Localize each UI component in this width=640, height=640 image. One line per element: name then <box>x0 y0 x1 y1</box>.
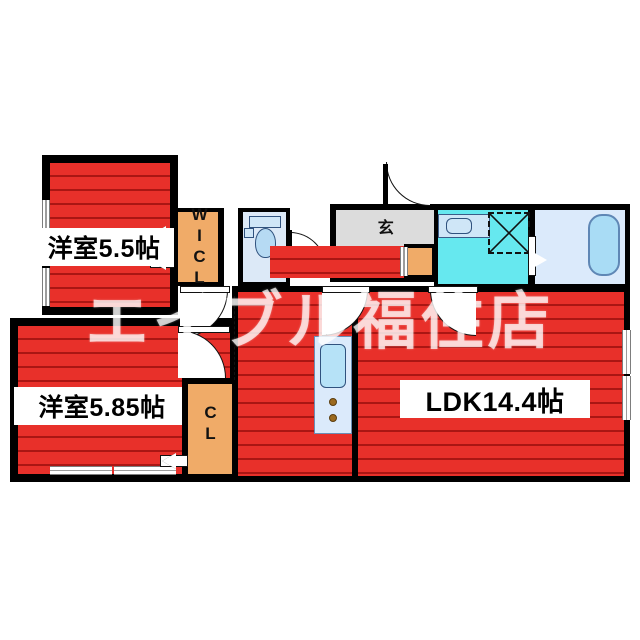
entrance-floor <box>336 210 436 242</box>
vanity-sink-icon <box>446 218 472 234</box>
window-ldk-right-lower <box>622 376 631 420</box>
shoe-box-doors[interactable] <box>400 247 408 276</box>
door-leaf-bedroom-bottom[interactable] <box>178 326 230 333</box>
toilet-flush-lever-icon <box>244 228 254 238</box>
bath-door-arrow <box>533 252 547 268</box>
closet-shoe-box <box>408 248 432 275</box>
closet-label-cl: CL <box>201 403 220 445</box>
window-ldk-right-upper <box>622 330 631 374</box>
door-leaf-ldk-hall[interactable] <box>322 286 370 293</box>
sliding-track-hall <box>234 296 236 380</box>
window-top-room-left-lower <box>42 268 50 306</box>
washer-space-icon <box>488 212 530 254</box>
window-top-room-left-upper <box>42 200 50 240</box>
entrance-step-edge <box>336 238 436 246</box>
closet-label-wic: WICL <box>190 205 209 289</box>
bathtub-icon <box>588 214 620 276</box>
stove-burner-rear-icon <box>329 414 337 422</box>
closet-cl <box>188 384 232 474</box>
door-leaf-ldk-washroom[interactable] <box>428 286 478 293</box>
toilet-tank-icon <box>249 216 281 228</box>
closet-wic <box>178 212 218 282</box>
room-label-ldk: LDK14.4帖 <box>400 380 590 418</box>
stove-burner-front-icon <box>329 398 337 406</box>
door-arc-entrance[interactable] <box>386 162 430 206</box>
entrance-label: 玄 <box>377 220 395 237</box>
kitchen-sink-icon <box>320 344 346 388</box>
room-label-washitsu-bottom: 洋室5.85帖 <box>14 387 190 425</box>
cl-slide-arrow <box>162 453 176 469</box>
window-bottom-room-right <box>114 466 176 475</box>
room-label-washitsu-top: 洋室5.5帖 <box>30 228 178 266</box>
door-jamb-entrance <box>383 164 388 206</box>
door-leaf-bedroom-top[interactable] <box>180 286 230 293</box>
window-bottom-room-left <box>50 466 112 475</box>
